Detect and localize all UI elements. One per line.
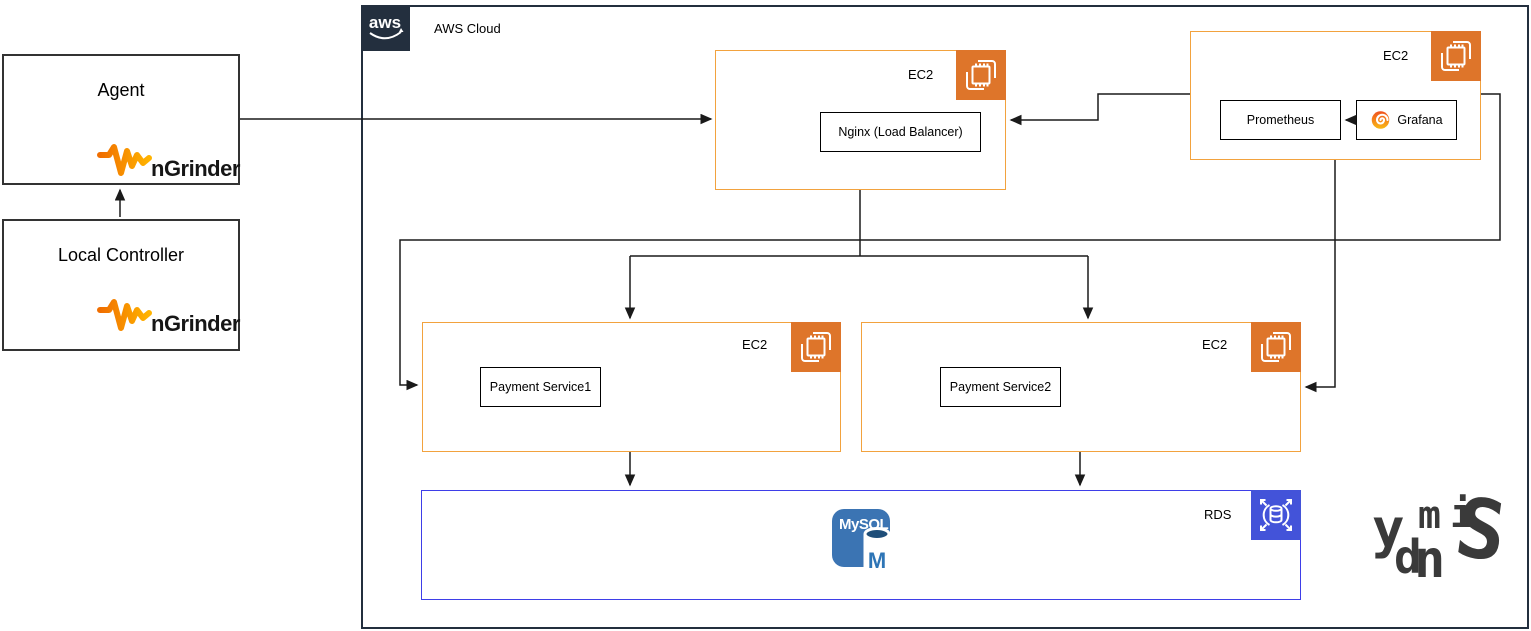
grafana-node: Grafana (1356, 100, 1457, 140)
rds-icon (1251, 490, 1301, 540)
watermark-letter: d (1394, 530, 1422, 584)
grafana-node-label: Grafana (1397, 113, 1443, 127)
ngrinder-wordmark: nGrinder (151, 311, 240, 336)
aws-logo-icon: aws (361, 5, 410, 51)
ec2-icon (956, 50, 1006, 100)
ec2-icon (791, 322, 841, 372)
mysql-monogram: M (868, 548, 886, 573)
ec2-icon (1431, 31, 1481, 81)
controller-ngrinder-logo: nGrinder (97, 295, 240, 337)
nginx-node-label: Nginx (Load Balancer) (838, 125, 963, 139)
watermark-logo: y d m i n S (1372, 480, 1512, 610)
watermark-letter: m (1418, 493, 1441, 537)
aws-logo-text: aws (369, 13, 401, 32)
payment2-ec2-group (861, 322, 1301, 452)
mysql-icon: MySQL M (832, 509, 891, 580)
payment1-ec2-label: EC2 (742, 337, 768, 352)
grafana-icon (1372, 111, 1390, 129)
local-controller-title: Local Controller (57, 245, 185, 265)
aws-cloud-label: AWS Cloud (434, 21, 501, 36)
prometheus-node: Prometheus (1220, 100, 1341, 140)
nginx-ec2-label: EC2 (908, 67, 934, 82)
payment2-ec2-label: EC2 (1202, 337, 1228, 352)
ec2-icon (1251, 322, 1301, 372)
rds-label: RDS (1204, 507, 1232, 522)
payment1-node-label: Payment Service1 (489, 380, 592, 394)
watermark-letter: S (1449, 480, 1512, 581)
ngrinder-waveform-icon (97, 299, 152, 331)
ngrinder-waveform-icon (97, 144, 152, 176)
agent-title: Agent (97, 80, 145, 100)
monitoring-ec2-label: EC2 (1383, 48, 1409, 63)
watermark-letter: n (1414, 530, 1446, 590)
watermark-letter: i (1450, 491, 1475, 537)
ngrinder-wordmark: nGrinder (151, 156, 240, 181)
agent-ngrinder-logo: nGrinder (97, 140, 240, 182)
prometheus-node-label: Prometheus (1246, 113, 1315, 127)
payment1-node: Payment Service1 (480, 367, 601, 407)
payment2-node-label: Payment Service2 (949, 380, 1052, 394)
watermark-letter: y (1372, 497, 1405, 560)
nginx-node: Nginx (Load Balancer) (820, 112, 981, 152)
payment2-node: Payment Service2 (940, 367, 1061, 407)
